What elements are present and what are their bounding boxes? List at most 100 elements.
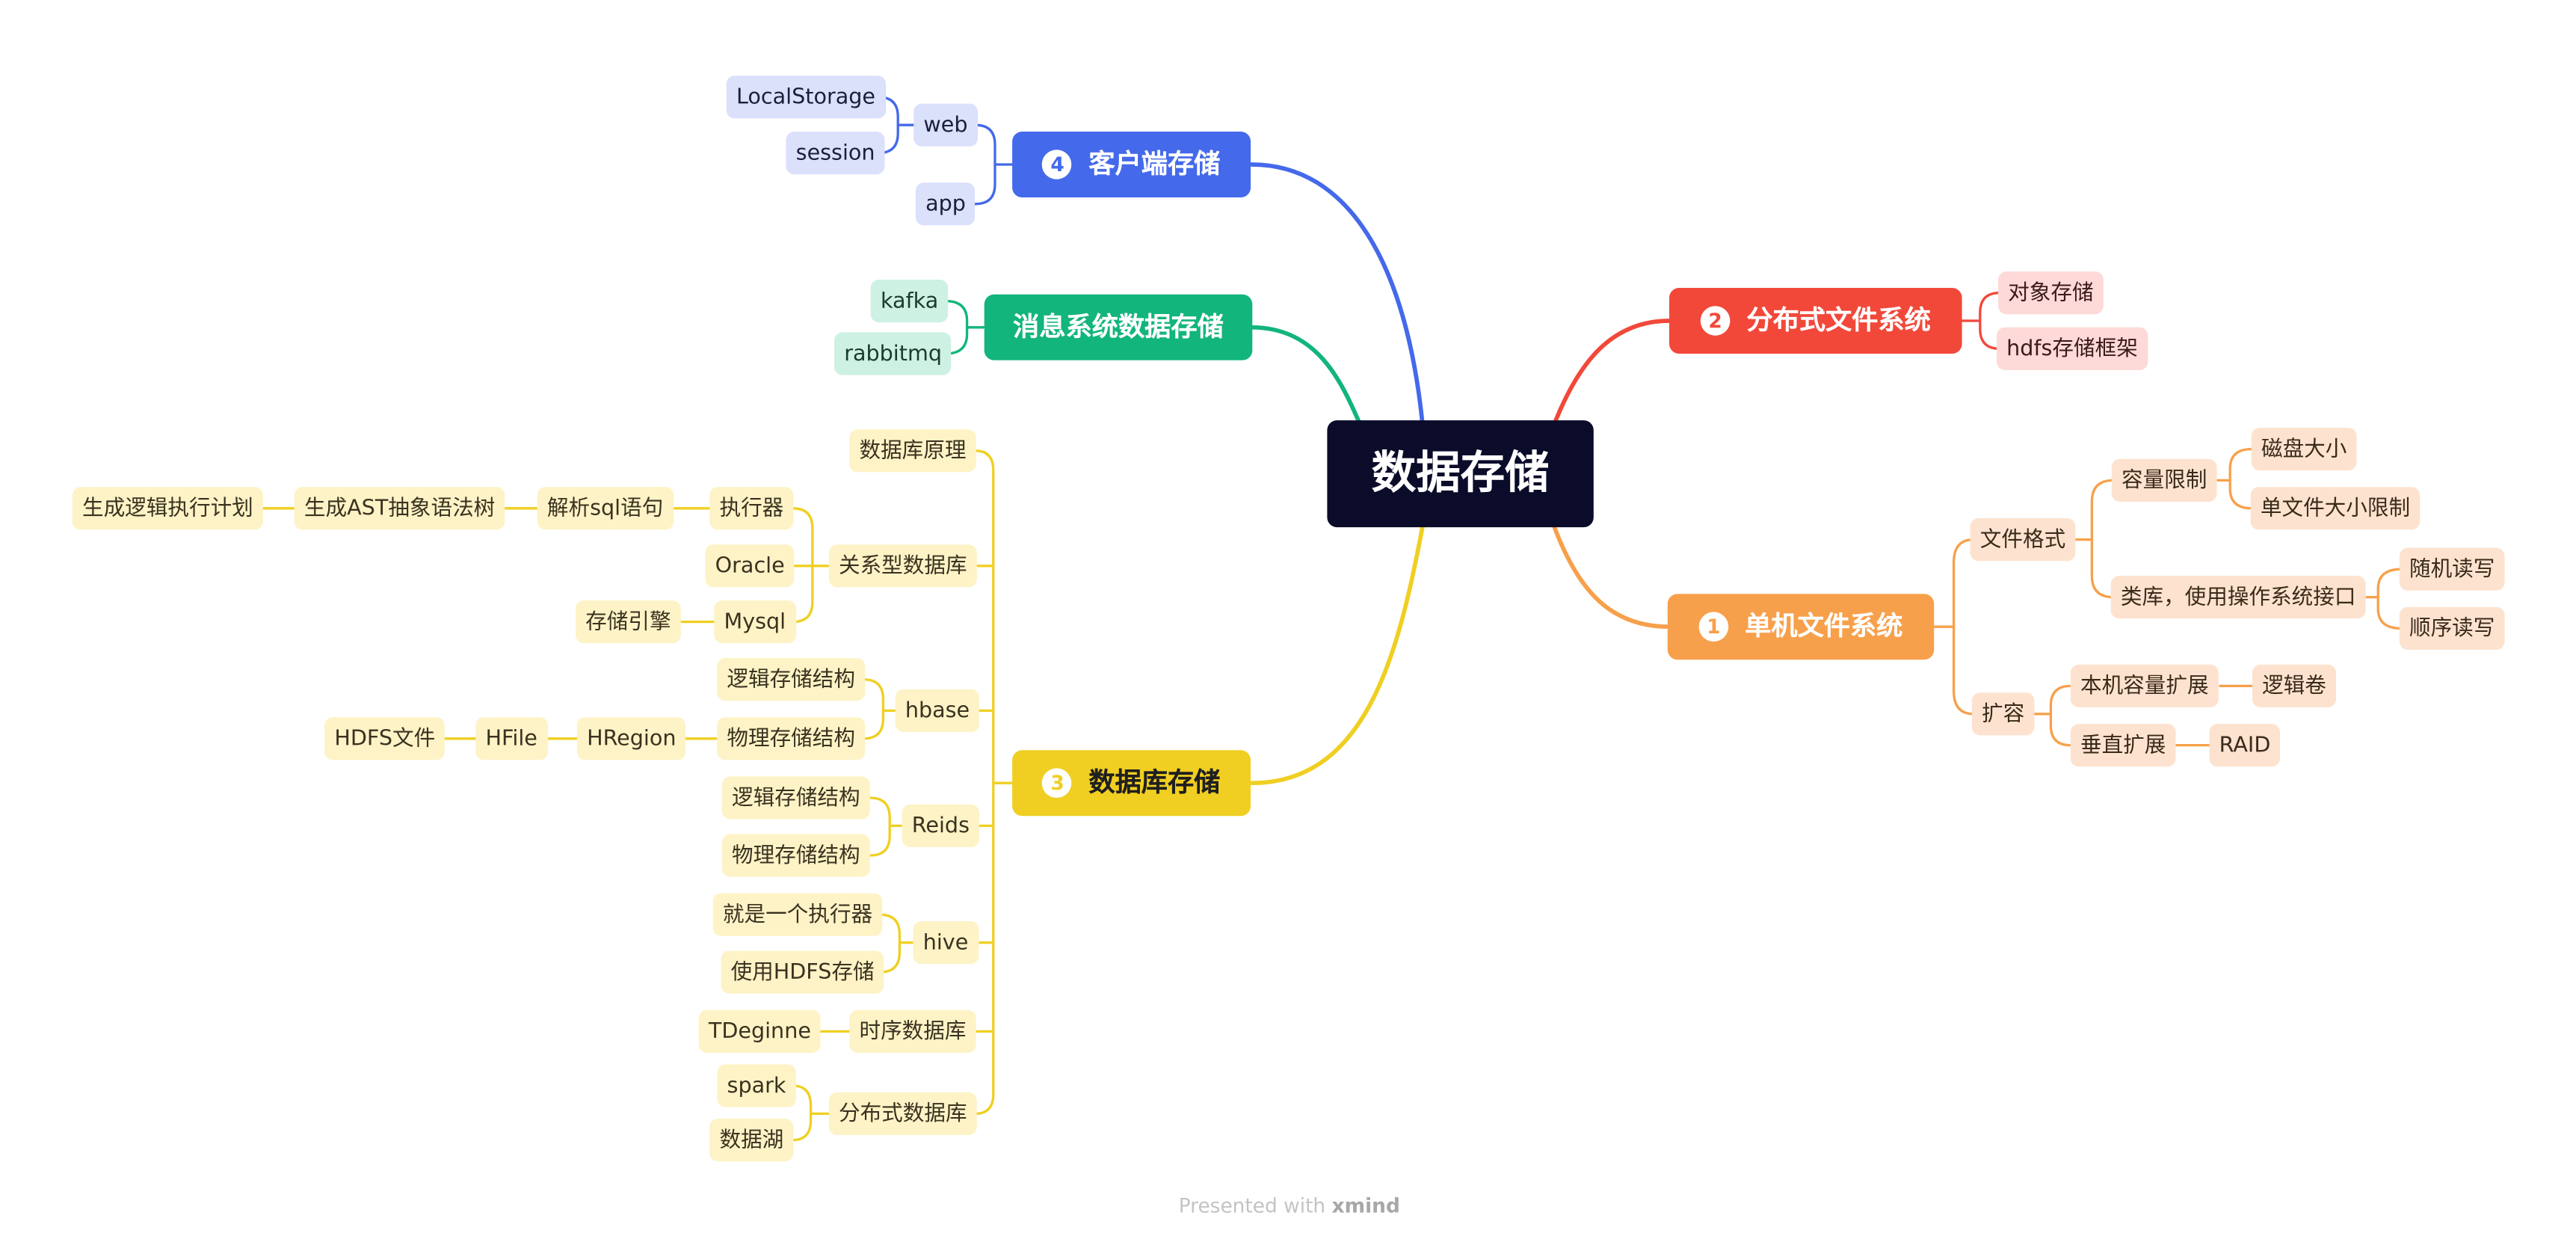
number-badge-2: 2 [1700, 306, 1731, 336]
subtopic-distributed-db[interactable]: 分布式数据库 [828, 1092, 977, 1135]
subtopic-sequential-rw[interactable]: 顺序读写 [2399, 606, 2505, 650]
subtopic-generate-plan[interactable]: 生成逻辑执行计划 [72, 487, 264, 530]
footer-brand: xmind [1331, 1194, 1400, 1217]
subtopic-label: 逻辑存储结构 [731, 785, 860, 811]
subtopic-label: 扩容 [1981, 701, 2025, 727]
subtopic-session[interactable]: session [786, 132, 885, 175]
root-topic[interactable]: 数据存储 [1327, 420, 1594, 528]
number-badge-3: 3 [1042, 768, 1073, 798]
subtopic-hfile[interactable]: HFile [475, 717, 548, 760]
subtopic-label: RAID [2219, 733, 2271, 758]
subtopic-label: 生成逻辑执行计划 [81, 496, 253, 521]
subtopic-vertical-expansion[interactable]: 垂直扩展 [2070, 724, 2176, 767]
subtopic-label: 类库，使用操作系统接口 [2120, 585, 2356, 610]
footer-credit: Presented with xmind [1179, 1194, 1400, 1217]
subtopic-oracle[interactable]: Oracle [705, 544, 795, 588]
subtopic-generate-ast[interactable]: 生成AST抽象语法树 [294, 487, 505, 530]
subtopic-file-format[interactable]: 文件格式 [1970, 518, 2076, 562]
topic-label: 单机文件系统 [1745, 610, 1903, 642]
subtopic-storage-engine[interactable]: 存储引擎 [575, 600, 681, 644]
subtopic-label: kafka [880, 289, 939, 314]
subtopic-label: 执行器 [719, 496, 784, 521]
subtopic-label: spark [727, 1073, 786, 1098]
subtopic-hive-hdfs[interactable]: 使用HDFS存储 [721, 950, 884, 994]
topic-database-storage[interactable]: 3 数据库存储 [1012, 750, 1251, 817]
topic-client-storage[interactable]: 4 客户端存储 [1012, 132, 1251, 197]
subtopic-data-lake[interactable]: 数据湖 [709, 1119, 794, 1162]
subtopic-reids[interactable]: Reids [902, 804, 980, 847]
subtopic-label: rabbitmq [844, 341, 942, 366]
subtopic-label: hive [922, 930, 969, 956]
subtopic-label: 对象存储 [2008, 280, 2094, 306]
topic-local-file-system[interactable]: 1 单机文件系统 [1667, 594, 1935, 660]
subtopic-label: 数据库原理 [859, 438, 967, 464]
subtopic-random-rw[interactable]: 随机读写 [2399, 547, 2505, 591]
subtopic-hive-executor[interactable]: 就是一个执行器 [712, 893, 883, 936]
subtopic-hbase[interactable]: hbase [895, 689, 980, 732]
subtopic-label: 垂直扩展 [2080, 733, 2166, 758]
subtopic-db-principle[interactable]: 数据库原理 [849, 429, 976, 473]
subtopic-spark[interactable]: spark [717, 1064, 796, 1107]
subtopic-web[interactable]: web [913, 103, 978, 147]
subtopic-kafka[interactable]: kafka [870, 280, 949, 323]
subtopic-reids-physical[interactable]: 物理存储结构 [721, 834, 870, 877]
subtopic-label: 物理存储结构 [731, 843, 860, 868]
subtopic-label: HFile [485, 726, 537, 751]
subtopic-label: 分布式数据库 [838, 1101, 967, 1126]
subtopic-executor[interactable]: 执行器 [709, 487, 794, 530]
subtopic-label: LocalStorage [736, 84, 876, 110]
subtopic-timeseries-db[interactable]: 时序数据库 [849, 1009, 976, 1053]
edge-root-database [1249, 524, 1425, 786]
subtopic-label: Reids [911, 813, 970, 838]
subtopic-capacity-limit[interactable]: 容量限制 [2111, 458, 2217, 502]
topic-distributed-file-system[interactable]: 2 分布式文件系统 [1669, 288, 1962, 354]
subtopic-local-expansion[interactable]: 本机容量扩展 [2070, 664, 2219, 707]
subtopic-reids-logical[interactable]: 逻辑存储结构 [721, 776, 870, 820]
subtopic-label: 容量限制 [2121, 467, 2207, 493]
subtopic-parse-sql[interactable]: 解析sql语句 [537, 487, 674, 530]
subtopic-label: 单文件大小限制 [2260, 496, 2411, 521]
subtopic-label: 关系型数据库 [838, 553, 967, 579]
subtopic-mysql[interactable]: Mysql [714, 600, 796, 644]
edge-root-client [1249, 162, 1425, 427]
subtopic-label: Mysql [724, 609, 786, 635]
subtopic-label: 生成AST抽象语法树 [303, 496, 496, 521]
number-badge-4: 4 [1042, 150, 1073, 179]
subtopic-relational-db[interactable]: 关系型数据库 [828, 544, 977, 588]
subtopic-disk-size[interactable]: 磁盘大小 [2251, 428, 2357, 471]
subtopic-hive[interactable]: hive [913, 921, 979, 965]
subtopic-label: 就是一个执行器 [722, 902, 873, 927]
subtopic-local-storage[interactable]: LocalStorage [726, 76, 886, 119]
subtopic-label: 使用HDFS存储 [730, 959, 875, 985]
subtopic-app[interactable]: app [915, 182, 976, 226]
subtopic-hregion[interactable]: HRegion [576, 717, 686, 760]
subtopic-label: 随机读写 [2409, 556, 2495, 582]
footer-prefix: Presented with [1178, 1194, 1326, 1217]
subtopic-object-storage[interactable]: 对象存储 [1997, 271, 2104, 315]
subtopic-logical-volume[interactable]: 逻辑卷 [2252, 664, 2337, 707]
subtopic-hbase-logical[interactable]: 逻辑存储结构 [717, 658, 866, 701]
topic-label: 数据库存储 [1088, 766, 1221, 798]
subtopic-expansion[interactable]: 扩容 [1971, 692, 2035, 736]
subtopic-os-interface[interactable]: 类库，使用操作系统接口 [2110, 576, 2366, 619]
subtopic-single-file-limit[interactable]: 单文件大小限制 [2250, 487, 2421, 530]
subtopic-hdfs-file[interactable]: HDFS文件 [324, 717, 446, 760]
subtopic-label: 磁盘大小 [2261, 437, 2347, 462]
subtopic-label: 文件格式 [1979, 527, 2066, 553]
subtopic-hdfs-framework[interactable]: hdfs存储框架 [1996, 327, 2148, 370]
subtopic-label: hbase [905, 698, 970, 723]
root-topic-label: 数据存储 [1371, 448, 1550, 499]
subtopic-label: 数据湖 [719, 1128, 784, 1153]
subtopic-hbase-physical[interactable]: 物理存储结构 [717, 717, 866, 760]
subtopic-label: web [923, 112, 968, 138]
subtopic-label: app [925, 191, 966, 217]
subtopic-raid[interactable]: RAID [2209, 724, 2281, 767]
subtopic-label: 逻辑存储结构 [727, 667, 856, 692]
topic-messaging-storage[interactable]: 消息系统数据存储 [984, 294, 1253, 360]
subtopic-tdengine[interactable]: TDeginne [698, 1009, 822, 1053]
topic-label: 客户端存储 [1088, 148, 1221, 179]
subtopic-rabbitmq[interactable]: rabbitmq [834, 332, 952, 375]
topic-label: 消息系统数据存储 [1013, 310, 1224, 342]
edge-root-messaging [1249, 325, 1363, 427]
